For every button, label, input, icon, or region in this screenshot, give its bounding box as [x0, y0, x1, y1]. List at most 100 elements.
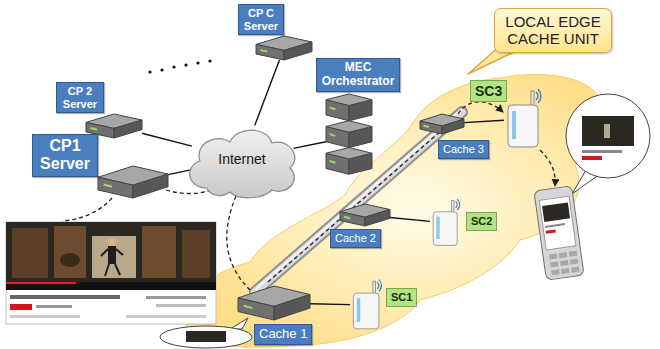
station-body	[433, 212, 457, 246]
rack-top	[326, 121, 372, 132]
rack-top	[326, 94, 372, 105]
connector-line	[464, 120, 504, 122]
stall	[12, 228, 48, 278]
signal-wave	[377, 282, 379, 289]
pipe-highlight	[256, 110, 461, 289]
dancer	[105, 264, 109, 276]
server-label: CP 2 Server	[56, 82, 104, 113]
callout-text: LOCAL EDGE CACHE UNIT	[500, 13, 606, 48]
subscribe-button	[10, 304, 32, 310]
video-thumbnail	[6, 222, 216, 324]
server-icon	[256, 36, 312, 60]
status-light	[90, 128, 97, 130]
connector-line	[255, 60, 280, 125]
mini-thumbnail	[542, 202, 570, 221]
device-front	[133, 174, 168, 198]
station-light	[357, 298, 360, 322]
cache-label: Cache 3	[438, 140, 489, 159]
mini-thumbnail	[186, 331, 226, 342]
text-placeholder	[156, 304, 206, 307]
content-path	[458, 102, 503, 114]
device-side	[256, 44, 284, 60]
subscribe-button	[582, 156, 602, 160]
content-path	[540, 150, 555, 186]
ellipsis-dot	[196, 61, 199, 64]
status-light	[330, 161, 336, 163]
status-light	[104, 185, 112, 187]
dancer	[108, 246, 116, 264]
server-label: CP1 Server	[32, 134, 98, 177]
cloud-label: Internet	[218, 151, 265, 167]
station-icon	[504, 88, 544, 150]
edge-region	[185, 74, 605, 347]
station-light	[436, 217, 439, 239]
content-path	[62, 198, 112, 221]
dancer	[108, 238, 116, 246]
video-frame	[6, 222, 216, 290]
cell-label: SC1	[386, 288, 417, 307]
signal-wave	[456, 201, 458, 207]
connector-line	[168, 170, 191, 175]
stack-icon	[326, 94, 372, 180]
content-path	[227, 196, 250, 290]
phone-key	[550, 261, 559, 267]
horse	[60, 253, 80, 267]
connector-line	[142, 133, 192, 146]
corridor	[92, 236, 136, 278]
station-body	[508, 105, 538, 147]
player-bar	[6, 282, 216, 290]
cloud-outline	[190, 130, 295, 198]
connector-line	[310, 303, 350, 305]
signal-wave	[536, 92, 538, 100]
status-light	[424, 126, 429, 127]
content-path	[268, 123, 450, 282]
stall	[142, 226, 176, 278]
orchestrator-server: MEC Orchestrator	[326, 94, 372, 180]
ellipsis-dot	[172, 65, 175, 68]
dancer	[101, 249, 108, 256]
mini-thumbnail	[582, 116, 634, 146]
signal-wave	[457, 199, 459, 210]
phone-key	[549, 254, 558, 260]
mini-thumbnail	[604, 124, 610, 138]
rack-top	[326, 148, 372, 159]
phone-key	[571, 267, 580, 273]
cell-label: SC2	[466, 212, 497, 231]
station-icon	[350, 278, 384, 332]
cache-label: Cache 1	[254, 324, 312, 345]
phone-key	[560, 260, 569, 266]
internet-cloud: Internet	[182, 118, 302, 200]
orchestrator-label: MEC Orchestrator	[316, 58, 400, 92]
title-placeholder	[10, 295, 120, 299]
status-light	[330, 134, 336, 136]
phone-key	[570, 259, 579, 265]
dancer	[116, 249, 123, 255]
status-light	[344, 217, 350, 219]
phone	[534, 186, 584, 280]
text-placeholder	[10, 315, 80, 318]
connector-line	[390, 217, 430, 221]
small-cell: SC3	[504, 88, 544, 150]
server-icon	[238, 286, 310, 320]
server-icon	[98, 166, 168, 198]
device-front	[442, 119, 464, 134]
server-icon	[420, 114, 464, 134]
ellipsis-dot	[160, 68, 163, 71]
backhaul-pipe	[255, 112, 462, 292]
cache-device: Cache 1	[238, 286, 310, 320]
phone-screen	[539, 196, 576, 250]
signal-wave	[538, 89, 541, 103]
phone-key	[551, 269, 560, 275]
phone-key	[569, 251, 578, 257]
text-placeholder	[126, 315, 206, 318]
status-light	[244, 306, 253, 308]
cache-device: Cache 3	[420, 114, 464, 134]
device-front	[114, 120, 142, 138]
server-icon	[340, 204, 390, 226]
phone-key	[561, 268, 570, 274]
ellipsis-dot	[208, 59, 211, 62]
progress-bar	[6, 282, 76, 284]
small-cell: SC1	[350, 278, 384, 332]
bubble-tail	[230, 318, 248, 329]
text-placeholder	[36, 305, 72, 308]
